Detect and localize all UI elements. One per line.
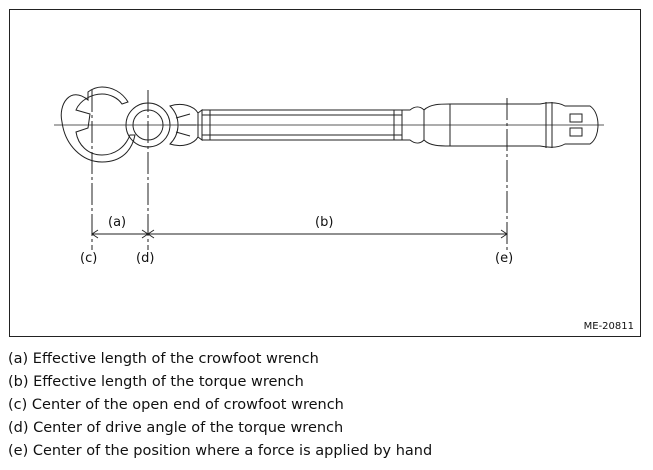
label-d: (d) [136,251,154,266]
label-e: (e) [495,251,513,266]
label-a: (a) [108,215,126,230]
legend-item-e: (e) Center of the position where a force… [8,443,433,459]
figure-code: ME-20811 [583,321,634,332]
legend-item-b: (b) Effective length of the torque wrenc… [8,374,304,390]
wrench-diagram: (a) (b) (c) (d) (e) [54,86,604,266]
label-c: (c) [80,251,97,266]
ratchet-head [169,103,199,147]
crowfoot-head [60,86,136,163]
legend-list: (a) Effective length of the crowfoot wre… [8,348,432,463]
legend-item-c: (c) Center of the open end of crowfoot w… [8,397,344,413]
label-b: (b) [315,215,333,230]
wrench-figure: (a) (b) (c) (d) (e) ME-20811 [9,9,641,337]
legend-item-d: (d) Center of drive angle of the torque … [8,420,344,436]
legend-item-a: (a) Effective length of the crowfoot wre… [8,351,319,367]
